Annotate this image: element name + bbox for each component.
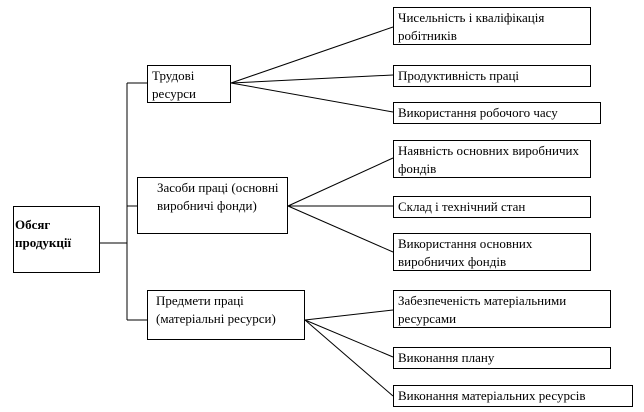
fan-line-3-3 — [304, 319, 394, 397]
fan-line-1-3 — [230, 82, 394, 113]
factor-label-2-2: Склад і технічний стан — [398, 199, 526, 214]
group-label-1: Трудові ресурси — [152, 68, 196, 101]
fan-line-2-1 — [287, 157, 394, 207]
factor-box-labor-productivity: Продуктивність праці — [393, 65, 591, 87]
factor-box-headcount-qualification: Чисельність і кваліфікація робітників — [393, 7, 591, 45]
factor-box-working-time-use: Використання робочого часу — [393, 102, 601, 124]
factor-box-composition-technical-state: Склад і технічний стан — [393, 196, 591, 218]
fan-line-3-2 — [304, 319, 394, 358]
factor-label-1-2: Продуктивність праці — [398, 68, 520, 83]
group-box-labor-resources: Трудові ресурси — [147, 65, 231, 103]
group-label-2: Засоби праці (основні виробничі фонди) — [157, 180, 279, 213]
group-label-3: Предмети праці (матеріальні ресурси) — [156, 293, 276, 326]
factor-label-3-2: Виконання плану — [398, 350, 495, 365]
factor-box-material-supply: Забезпеченість матеріальними ресурсами — [393, 290, 611, 328]
factor-label-1-3: Використання робочого часу — [398, 105, 558, 120]
factor-label-3-3: Виконання матеріальних ресурсів — [398, 388, 586, 403]
fan-line-1-1 — [230, 26, 394, 84]
factor-label-2-3: Використання основних виробничих фондів — [398, 236, 533, 269]
factor-box-fixed-assets-use: Використання основних виробничих фондів — [393, 233, 591, 271]
fan-line-1-2 — [230, 74, 394, 84]
factor-box-plan-fulfillment: Виконання плану — [393, 347, 611, 369]
factor-label-1-1: Чисельність і кваліфікація робітників — [398, 10, 545, 43]
group-box-means-of-labor: Засоби праці (основні виробничі фонди) — [137, 177, 288, 234]
fan-line-3-1 — [304, 309, 394, 321]
factor-label-3-1: Забезпеченість матеріальними ресурсами — [398, 293, 567, 326]
root-label: Обсяг продукції — [15, 217, 72, 250]
factor-label-2-1: Наявність основних виробничих фондів — [398, 143, 579, 176]
factor-box-material-resources-fulfillment: Виконання матеріальних ресурсів — [393, 385, 633, 407]
fan-line-2-3 — [287, 205, 394, 253]
group-box-objects-of-labor: Предмети праці (матеріальні ресурси) — [147, 290, 305, 340]
factor-box-fixed-assets-availability: Наявність основних виробничих фондів — [393, 140, 591, 178]
root-box-output-volume: Обсяг продукції — [13, 206, 100, 273]
